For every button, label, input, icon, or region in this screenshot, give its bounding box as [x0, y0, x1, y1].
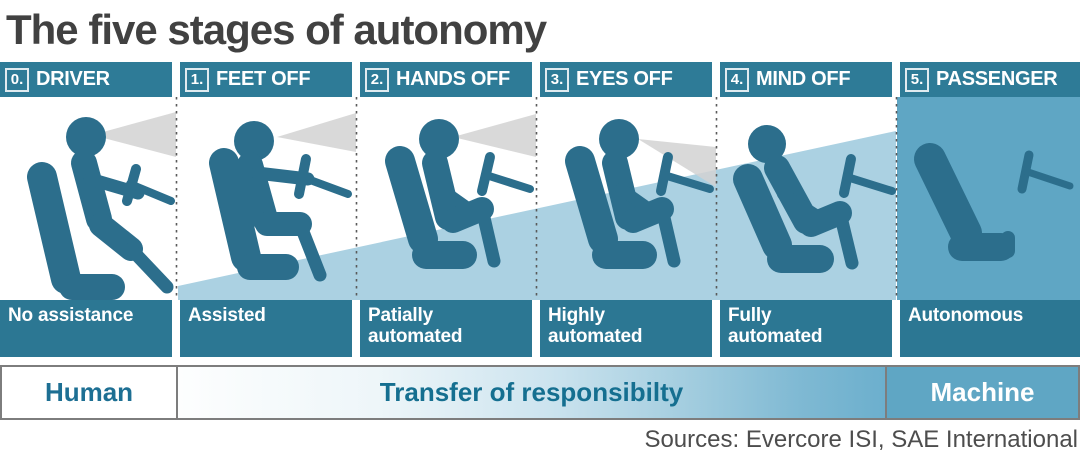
stage-header-label: DRIVER [36, 68, 110, 90]
stage-label-autonomous: Autonomous [900, 300, 1080, 357]
driver-feet-off-icon [209, 121, 352, 282]
vision-cone-icon [453, 114, 536, 157]
responsibility-bar: Human Transfer of responsibilty Machine [0, 365, 1080, 420]
machine-cell: Machine [887, 367, 1078, 418]
source-note: Sources: Evercore ISI, SAE International [644, 426, 1078, 453]
stage-header-feet-off: 1. FEET OFF [180, 62, 352, 97]
vision-cone-icon [92, 112, 176, 157]
stage-label-fully-automated: Fully automated [720, 300, 892, 357]
vision-cone-icon [277, 113, 356, 152]
stage-label-highly-automated: Highly automated [540, 300, 712, 357]
stage-header-label: MIND OFF [756, 68, 851, 90]
stage-header-row: 0. DRIVER 1. FEET OFF 2. HANDS OFF 3. EY… [0, 62, 1080, 97]
stage-header-label: PASSENGER [936, 68, 1058, 90]
stage-header-eyes-off: 3. EYES OFF [540, 62, 712, 97]
stage-header-label: EYES OFF [576, 68, 673, 90]
stage-number-badge: 4. [725, 67, 749, 92]
stage-label-assisted: Assisted [180, 300, 352, 357]
stage-header-label: HANDS OFF [396, 68, 510, 90]
stage-header-mind-off: 4. MIND OFF [720, 62, 892, 97]
stage-icons-graphic [27, 97, 1080, 300]
stage-header-passenger: 5. PASSENGER [900, 62, 1080, 97]
stage-label-partially-automated: Patially automated [360, 300, 532, 357]
stage-number-badge: 1. [185, 67, 209, 92]
driver-reclined-icon [733, 125, 896, 273]
stage-number-badge: 0. [5, 67, 29, 92]
stage-header-label: FEET OFF [216, 68, 311, 90]
responsibility-wedge [178, 131, 896, 300]
stage-number-badge: 2. [365, 67, 389, 92]
vision-cone-icon [638, 139, 716, 187]
stage-label-row: No assistance Assisted Patially automate… [0, 300, 1080, 357]
empty-seat-icon [914, 143, 1074, 261]
stage-number-badge: 5. [905, 67, 929, 92]
stage-number-badge: 3. [545, 67, 569, 92]
stage-icons-strip [0, 97, 1080, 300]
machine-area-background [897, 97, 1080, 300]
driver-hands-off-icon [385, 119, 534, 269]
stage-label-no-assistance: No assistance [0, 300, 172, 357]
stage-header-hands-off: 2. HANDS OFF [360, 62, 532, 97]
human-cell: Human [2, 367, 178, 418]
page-title: The five stages of autonomy [6, 6, 547, 53]
driver-eyes-off-icon [565, 119, 714, 269]
stage-header-driver: 0. DRIVER [0, 62, 172, 97]
driver-at-wheel-icon [27, 117, 175, 300]
transfer-cell: Transfer of responsibilty [178, 367, 887, 418]
